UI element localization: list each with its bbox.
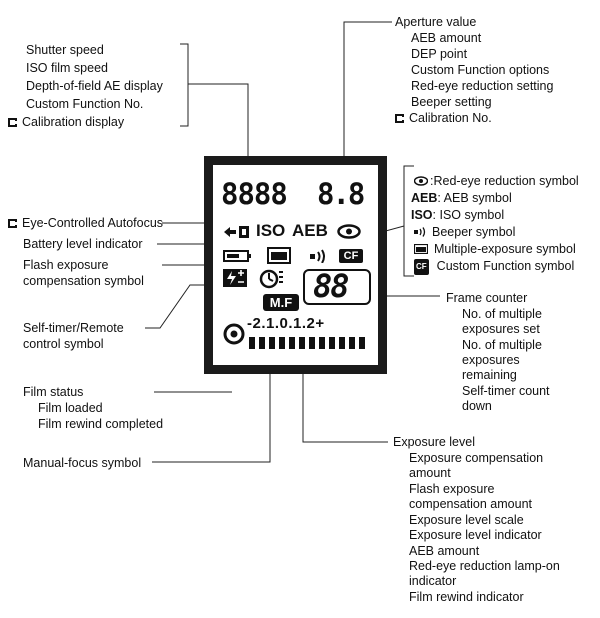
red-eye-symbol-label: :Red-eye reduction symbol [413,173,579,189]
exposure-level-item: compensation amount [409,497,532,511]
manual-focus-label: Manual-focus symbol [23,456,142,470]
shutter-bracket [180,43,189,127]
film-status-icon [223,323,245,345]
lcd-beeper-icon [310,249,325,263]
film-loaded-label: Film loaded [38,401,103,415]
flash-comp-label-1: Flash exposure [23,258,109,272]
frame-counter-item: exposures set [462,322,540,336]
shutter-speed-label: Shutter speed [26,43,104,57]
beeper-setting-label: Beeper setting [411,95,492,109]
exposure-level-leader [302,348,388,443]
battery-level-label: Battery level indicator [23,237,143,251]
frame-counter-item: No. of multiple [462,307,542,321]
beeper-symbol-label: Beeper symbol [414,224,515,240]
exposure-level-item: Exposure compensation [409,451,544,465]
lcd-manual-focus-symbol: M.F [263,294,299,311]
self-timer-label-2: control symbol [23,337,104,351]
flash-comp-icon [223,269,247,287]
frame-counter-item: remaining [462,368,517,382]
exposure-level-item: Flash exposure [409,482,495,496]
exposure-level-item: Exposure level scale [409,513,524,527]
iso-film-speed-label: ISO film speed [26,61,108,75]
cf-options-label: Custom Function options [411,63,550,77]
film-rewind-completed-label: Film rewind completed [38,417,164,431]
battery-icon [223,250,251,262]
aeb-symbol-label: AEB: AEB symbol [411,191,512,205]
shutter-leader [188,83,249,184]
exposure-level-item: Red-eye reduction lamp-on [409,559,560,573]
calibration-display-label: Calibration display [8,114,124,130]
self-timer-icon [259,269,283,289]
aperture-value-label: Aperture value [395,15,477,29]
shutter-speed-digits: 8888 [221,177,288,211]
frame-counter-label: Frame counter [446,291,528,305]
exposure-level-item: indicator [409,574,457,588]
exposure-level-item: Exposure level indicator [409,528,542,542]
self-timer-label-1: Self-timer/Remote [23,321,124,335]
lcd-cf-symbol: CF [339,249,363,263]
exposure-scale-text: -2.1.0.1.2+ [247,315,325,332]
manual-focus-leader [152,336,271,463]
frame-counter-item: Self-timer count [462,384,550,398]
film-status-label: Film status [23,385,84,399]
calibration-marker-icon [8,118,17,127]
symbols-bracket [403,165,414,277]
eye-af-arrow-icon [224,226,249,238]
exposure-level-item: Film rewind indicator [409,590,524,604]
beeper-icon [414,227,426,237]
custom-function-no-label: Custom Function No. [26,97,144,111]
aeb-amount-label: AEB amount [411,31,482,45]
eye-af-label: Eye-Controlled Autofocus [8,215,163,231]
exposure-level-bars [249,337,365,349]
dep-point-label: DEP point [411,47,468,61]
lcd-red-eye-icon [337,224,361,239]
multi-exposure-symbol-label: Multiple-exposure symbol [413,241,576,257]
frame-counter-item: down [462,399,492,413]
multi-exposure-icon [413,243,429,255]
iso-symbol-label: ISO: ISO symbol [411,208,505,222]
dof-ae-label: Depth-of-field AE display [26,79,163,93]
aperture-leader [343,21,392,184]
lcd-aeb-symbol: AEB [292,221,328,240]
lcd-panel: 8888 8.8 ISO AEB CF [204,156,387,374]
calibration-no-marker-icon [395,114,404,123]
lcd-iso-symbol: ISO [256,221,286,240]
frame-counter-box [303,269,371,305]
red-eye-setting-label: Red-eye reduction setting [411,79,554,93]
frame-counter-item: exposures [462,353,520,367]
exposure-level-item: AEB amount [409,544,480,558]
lcd-multi-exposure-icon [267,247,291,264]
eye-af-marker-icon [8,219,17,228]
frame-counter-item: No. of multiple [462,338,542,352]
calibration-no-label: Calibration No. [395,110,492,126]
frame-counter-digits: 88 [313,267,350,305]
exposure-level-label: Exposure level [393,435,475,449]
flash-comp-label-2: compensation symbol [23,274,144,288]
aperture-digits: 8.8 [317,177,365,211]
lcd-display: 8888 8.8 ISO AEB CF [213,165,378,365]
eye-icon [413,176,429,186]
exposure-level-item: amount [409,466,451,480]
cf-icon: CF [414,259,429,275]
